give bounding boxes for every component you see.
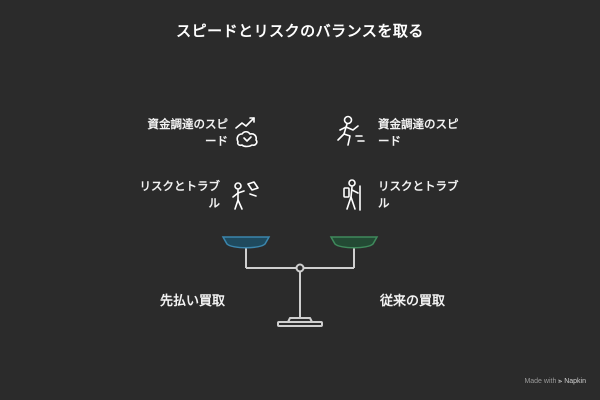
left-option-label: 先払い買取 <box>160 294 226 309</box>
right-speed-label: 資金調達のスピ ード <box>378 116 459 150</box>
diagram-title: スピードとリスクのバランスを取る <box>176 22 424 40</box>
right-speed-label-line-1: 資金調達のスピ <box>378 117 459 131</box>
left-risk-label-line-2: ル <box>208 196 221 210</box>
hiker-icon <box>343 179 361 211</box>
right-risk-label-line-1: リスクとトラブ <box>378 179 459 193</box>
left-risk-label: リスクとトラブ ル <box>140 178 221 212</box>
left-speed-label-line-1: 資金調達のスピ <box>147 117 229 131</box>
right-option-label: 従来の買取 <box>380 294 446 309</box>
stumbling-person-icon <box>232 181 259 210</box>
left-scale-pan <box>221 236 271 249</box>
right-scale-pan <box>329 236 379 249</box>
left-speed-label: 資金調達のスピ ード <box>148 116 229 150</box>
watermark-brand: Napkin <box>564 378 586 385</box>
rocket-growth-icon <box>235 117 258 148</box>
right-risk-label: リスクとトラブ ル <box>378 178 459 212</box>
watermark-made-with: Made with <box>524 378 557 385</box>
running-person-icon <box>337 115 365 146</box>
right-risk-label-line-2: ル <box>378 196 390 210</box>
right-speed-label-line-2: ード <box>378 134 401 148</box>
scale-stand <box>245 248 355 327</box>
left-speed-label-line-2: ード <box>205 134 228 148</box>
napkin-logo-icon: ⫸ <box>558 378 563 385</box>
left-risk-label-line-1: リスクとトラブ <box>139 179 221 193</box>
napkin-watermark[interactable]: Made with ⫸ Napkin <box>524 378 586 386</box>
